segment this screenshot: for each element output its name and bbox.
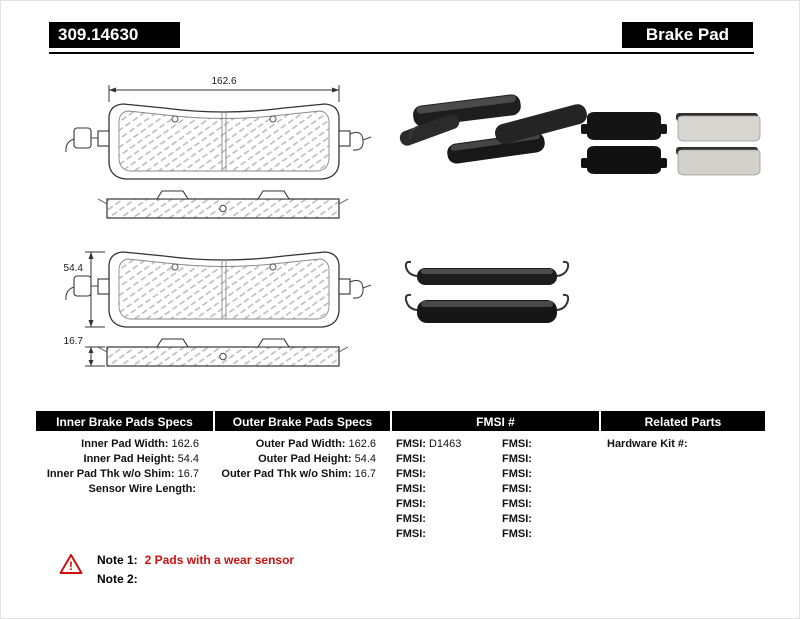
dim-height-label: 54.4 <box>64 263 84 274</box>
pad-photo-group-angled <box>399 94 587 164</box>
note-1-text: 2 Pads with a wear sensor <box>144 553 295 567</box>
spec-label: Sensor Wire Length: <box>88 483 196 495</box>
note-2: Note 2: <box>97 570 294 589</box>
related-parts-header: Related Parts <box>601 411 765 431</box>
spec-row: Outer Pad Thk w/o Shim:16.7 <box>215 467 390 482</box>
spec-value: 54.4 <box>354 453 376 465</box>
fmsi-label: FMSI: <box>396 528 426 540</box>
inner-specs-header: Inner Brake Pads Specs <box>36 411 213 431</box>
fmsi-row: FMSI: FMSI: <box>392 527 599 542</box>
fmsi-row: FMSI: FMSI: <box>392 467 599 482</box>
fmsi-label: FMSI: <box>502 468 532 480</box>
dim-thickness-label: 16.7 <box>64 336 84 347</box>
fmsi-label: FMSI: <box>502 513 532 525</box>
pad-edge-view-2 <box>97 338 349 367</box>
pad-front-view-outer <box>65 251 372 328</box>
spec-row: Inner Pad Thk w/o Shim:16.7 <box>36 467 213 482</box>
fmsi-label: FMSI: <box>396 513 426 525</box>
note-1-label: Note 1: <box>97 553 138 567</box>
spec-label: Inner Pad Width: <box>81 438 169 450</box>
spec-row: Hardware Kit #: <box>601 437 765 452</box>
pad-front-view-inner <box>65 103 372 180</box>
fmsi-label: FMSI: <box>396 438 426 450</box>
fmsi-row: FMSI:D1463 FMSI: <box>392 437 599 452</box>
product-photos <box>399 94 761 323</box>
fmsi-header: FMSI # <box>392 411 599 431</box>
spec-label: Outer Pad Thk w/o Shim: <box>221 468 352 480</box>
spec-row: Outer Pad Height:54.4 <box>215 452 390 467</box>
spec-row: Outer Pad Width:162.6 <box>215 437 390 452</box>
spec-value: 162.6 <box>171 438 199 450</box>
spec-label: Inner Pad Height: <box>83 453 175 465</box>
fmsi-label: FMSI: <box>502 438 532 450</box>
fmsi-label: FMSI: <box>396 453 426 465</box>
related-parts-table: Related Parts Hardware Kit #: <box>601 411 765 452</box>
notes-section: ! Note 1: 2 Pads with a wear sensor Note … <box>59 551 294 589</box>
fmsi-label: FMSI: <box>396 498 426 510</box>
outer-specs-table: Outer Brake Pads Specs Outer Pad Width:1… <box>215 411 390 482</box>
fmsi-label: FMSI: <box>502 498 532 510</box>
fmsi-table: FMSI # FMSI:D1463 FMSI: FMSI: FMSI: FMSI… <box>392 411 599 542</box>
spec-value: 16.7 <box>354 468 376 480</box>
spec-value: 16.7 <box>177 468 199 480</box>
spec-label: Outer Pad Width: <box>255 438 346 450</box>
spec-label: Hardware Kit #: <box>607 438 688 450</box>
dimension-width: 162.6 <box>108 76 340 102</box>
fmsi-label: FMSI: <box>396 468 426 480</box>
pad-edge-view-1 <box>97 190 349 219</box>
spec-row: Inner Pad Height:54.4 <box>36 452 213 467</box>
note-1: Note 1: 2 Pads with a wear sensor <box>97 551 294 570</box>
fmsi-row: FMSI: FMSI: <box>392 452 599 467</box>
pad-photo-group-rear <box>404 260 570 323</box>
spec-value: 162.6 <box>348 438 376 450</box>
fmsi-value: D1463 <box>428 438 462 450</box>
fmsi-label: FMSI: <box>502 453 532 465</box>
fmsi-row: FMSI: FMSI: <box>392 497 599 512</box>
fmsi-row: FMSI: FMSI: <box>392 512 599 527</box>
spec-row: Inner Pad Width:162.6 <box>36 437 213 452</box>
fmsi-label: FMSI: <box>502 483 532 495</box>
warning-triangle-icon: ! <box>59 554 83 574</box>
spec-row: Sensor Wire Length: <box>36 482 213 497</box>
warning-glyph: ! <box>69 559 73 573</box>
spec-label: Inner Pad Thk w/o Shim: <box>46 468 175 480</box>
inner-specs-table: Inner Brake Pads Specs Inner Pad Width:1… <box>36 411 213 497</box>
part-number-badge: 309.14630 <box>49 22 180 48</box>
fmsi-label: FMSI: <box>396 483 426 495</box>
pad-photo-group-flat <box>581 112 761 176</box>
product-title-badge: Brake Pad <box>622 22 753 48</box>
dimension-thickness: 16.7 <box>64 336 105 367</box>
dimension-height: 54.4 <box>64 251 105 328</box>
fmsi-label: FMSI: <box>502 528 532 540</box>
outer-specs-header: Outer Brake Pads Specs <box>215 411 390 431</box>
header-divider <box>49 52 754 54</box>
fmsi-row: FMSI: FMSI: <box>392 482 599 497</box>
note-2-label: Note 2: <box>97 572 138 586</box>
spec-value: 54.4 <box>177 453 199 465</box>
dim-width-label: 162.6 <box>211 76 236 87</box>
spec-label: Outer Pad Height: <box>258 453 352 465</box>
technical-drawing: 162.6 54.4 16.7 <box>64 76 372 367</box>
